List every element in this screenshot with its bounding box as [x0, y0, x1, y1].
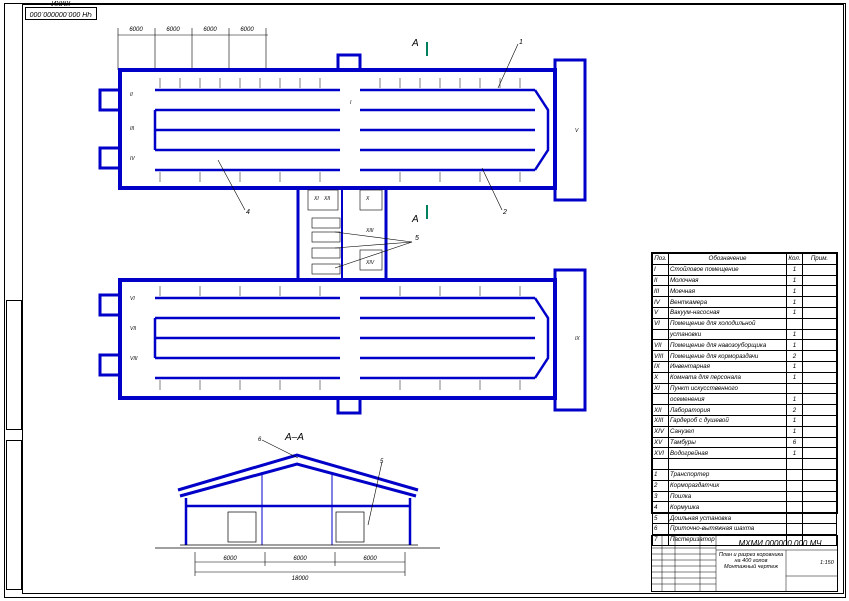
- room-numeral-1: I: [350, 100, 352, 106]
- stall-rows-bottom: [153, 296, 550, 380]
- section-dim-3: 6000: [363, 556, 377, 562]
- inner-frame: [22, 4, 844, 594]
- outer-frame: [4, 3, 846, 598]
- room-numeral-2: II: [130, 92, 133, 98]
- room-numeral-7: VII: [130, 326, 137, 332]
- callout-4: 4: [246, 209, 250, 216]
- title-code: МХМИ.000000.000 МЧ: [738, 539, 822, 548]
- callout-leaders: [217, 43, 519, 269]
- section-callout-5: 5: [380, 459, 384, 465]
- room-numeral-4: IV: [130, 156, 135, 162]
- spec-note: [802, 533, 837, 546]
- dim-3: 6000: [203, 27, 217, 33]
- room-numeral-6: VI: [130, 296, 135, 302]
- left-margin-strip-top: [6, 300, 22, 430]
- dim-2: 6000: [166, 27, 180, 33]
- scale-value: 1:150: [820, 560, 834, 566]
- title-name-line-2: на 400 голов: [734, 558, 768, 564]
- dim-1: 6000: [129, 27, 143, 33]
- title-block: [651, 535, 838, 592]
- room-numeral-8: VIII: [130, 356, 138, 362]
- building-bottom: [98, 268, 587, 415]
- title-name: План и разрез коровника на 400 голов Мон…: [716, 552, 786, 570]
- room-numeral-3: III: [130, 126, 135, 132]
- callout-5: 5: [415, 235, 419, 242]
- callout-2: 2: [502, 209, 507, 216]
- section-callout-6: 6: [258, 437, 262, 443]
- title-name-line-1: План и разрез коровника: [718, 552, 784, 558]
- section-title: А–А: [284, 432, 304, 443]
- section-dimension-chain: [194, 552, 406, 576]
- room-numeral-11: XI: [313, 196, 319, 202]
- room-numeral-5: V: [575, 128, 579, 134]
- title-name-line-3: Монтажный чертеж: [723, 564, 779, 570]
- room-numeral-9: IX: [575, 336, 580, 342]
- section-interior: [155, 511, 440, 549]
- stall-rows-top: [153, 88, 550, 172]
- stall-ticks-bottom: [159, 286, 521, 390]
- callout-1: 1: [519, 39, 523, 46]
- roof-outline: [177, 453, 419, 498]
- connector-rooms: [307, 189, 383, 275]
- section-dim-2: 6000: [293, 556, 307, 562]
- section-callout-leaders: [261, 439, 383, 526]
- section-total-dim: 18000: [292, 576, 309, 582]
- section-marker-bottom: A: [411, 214, 419, 225]
- room-numeral-12: XII: [323, 196, 331, 202]
- building-section: [184, 472, 412, 545]
- plan-dimension-chain: [117, 28, 268, 70]
- room-numeral-10: X: [365, 196, 370, 202]
- section-marker-top: A: [411, 38, 419, 49]
- section-dim-1: 6000: [223, 556, 237, 562]
- left-margin-strip-bottom: [6, 440, 22, 590]
- room-numeral-13: XIII: [365, 228, 374, 234]
- dim-4: 6000: [240, 27, 254, 33]
- room-numeral-14: XIV: [365, 260, 375, 266]
